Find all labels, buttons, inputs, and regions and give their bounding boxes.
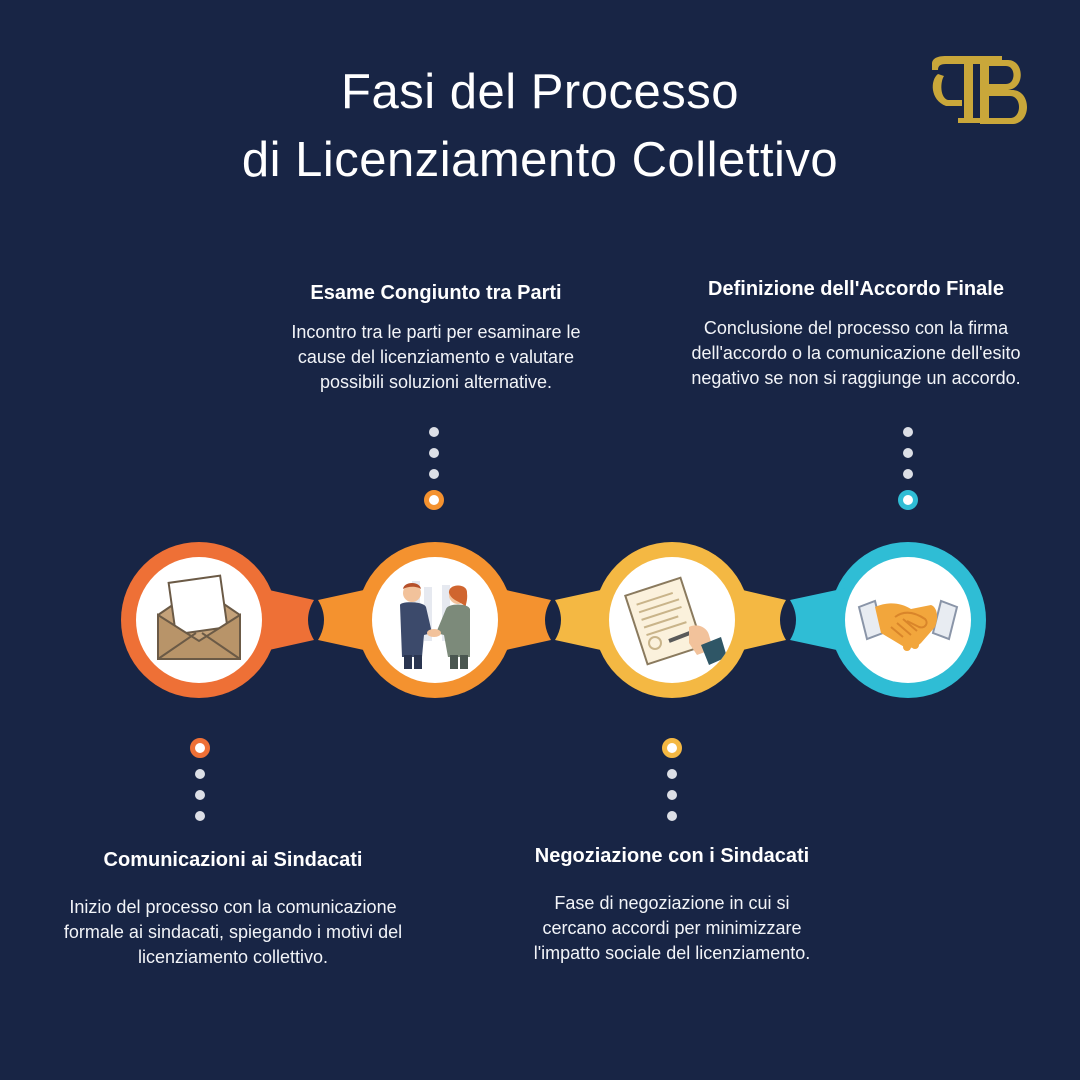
connector-dot	[903, 427, 913, 437]
step-3-description-line: l'impatto sociale del licenziamento.	[533, 943, 811, 963]
meeting-handshake-icon	[372, 557, 498, 683]
handshake-icon	[845, 557, 971, 683]
step-4-title: Definizione dell'Accordo Finale	[708, 278, 1004, 300]
step-1-text: Comunicazioni ai Sindacati Inizio del pr…	[18, 847, 448, 970]
connector-dot	[429, 448, 439, 458]
step-1-description: Inizio del processo con la comunicazione…	[18, 895, 448, 970]
step-3-text: Negoziazione con i Sindacati Fase di neg…	[490, 843, 854, 966]
step-1-connector	[190, 738, 210, 832]
connector-dot	[903, 469, 913, 479]
connector-dot	[195, 811, 205, 821]
connector-dot	[667, 769, 677, 779]
step-2-text: Esame Congiunto tra Parti Incontro tra l…	[238, 280, 634, 395]
connector-dot	[195, 790, 205, 800]
step-3-description-line: cercano accordi per minimizzare	[542, 918, 802, 938]
connector-dot	[667, 790, 677, 800]
title-line-1: Fasi del Processo	[341, 65, 739, 119]
step-2-description: Incontro tra le parti per esaminare le c…	[238, 320, 634, 395]
connector-dot	[667, 811, 677, 821]
step-2-connector	[424, 427, 444, 521]
step-1-description-line: formale ai sindacati, spiegando i motivi…	[63, 922, 403, 942]
connector-ring	[424, 490, 444, 510]
connector-dot	[429, 469, 439, 479]
connector-dot	[903, 448, 913, 458]
envelope-icon	[136, 557, 262, 683]
step-1-description-line: Inizio del processo con la comunicazione	[69, 897, 397, 917]
step-1-description-line: licenziamento collettivo.	[137, 947, 329, 967]
step-2-title: Esame Congiunto tra Parti	[310, 282, 562, 304]
step-4-connector	[898, 427, 918, 521]
step-2-description-line: cause del licenziamento e valutare	[297, 347, 575, 367]
connector-dot	[195, 769, 205, 779]
step-3-title: Negoziazione con i Sindacati	[534, 845, 810, 867]
brand-logo	[928, 50, 1040, 130]
step-3-description: Fase di negoziazione in cui si cercano a…	[490, 891, 854, 966]
step-4-description-line: dell'accordo o la comunicazione dell'esi…	[691, 343, 1021, 363]
title-line-2: di Licenziamento Collettivo	[241, 133, 839, 187]
signing-document-icon	[609, 557, 735, 683]
step-1-title: Comunicazioni ai Sindacati	[103, 849, 363, 871]
step-4-description: Conclusione del processo con la firma de…	[640, 316, 1072, 391]
connector-ring	[898, 490, 918, 510]
step-4-text: Definizione dell'Accordo Finale Conclusi…	[640, 276, 1072, 391]
step-4-description-line: Conclusione del processo con la firma	[703, 318, 1009, 338]
step-3-connector	[662, 738, 682, 832]
step-2-description-line: possibili soluzioni alternative.	[319, 372, 553, 392]
connector-ring	[662, 738, 682, 758]
connector-dot	[429, 427, 439, 437]
step-2-description-line: Incontro tra le parti per esaminare le	[291, 322, 581, 342]
step-4-description-line: negativo se non si raggiunge un accordo.	[691, 368, 1021, 388]
connector-ring	[190, 738, 210, 758]
page-title: Fasi del Processo di Licenziamento Colle…	[0, 58, 1080, 194]
step-3-description-line: Fase di negoziazione in cui si	[554, 893, 790, 913]
